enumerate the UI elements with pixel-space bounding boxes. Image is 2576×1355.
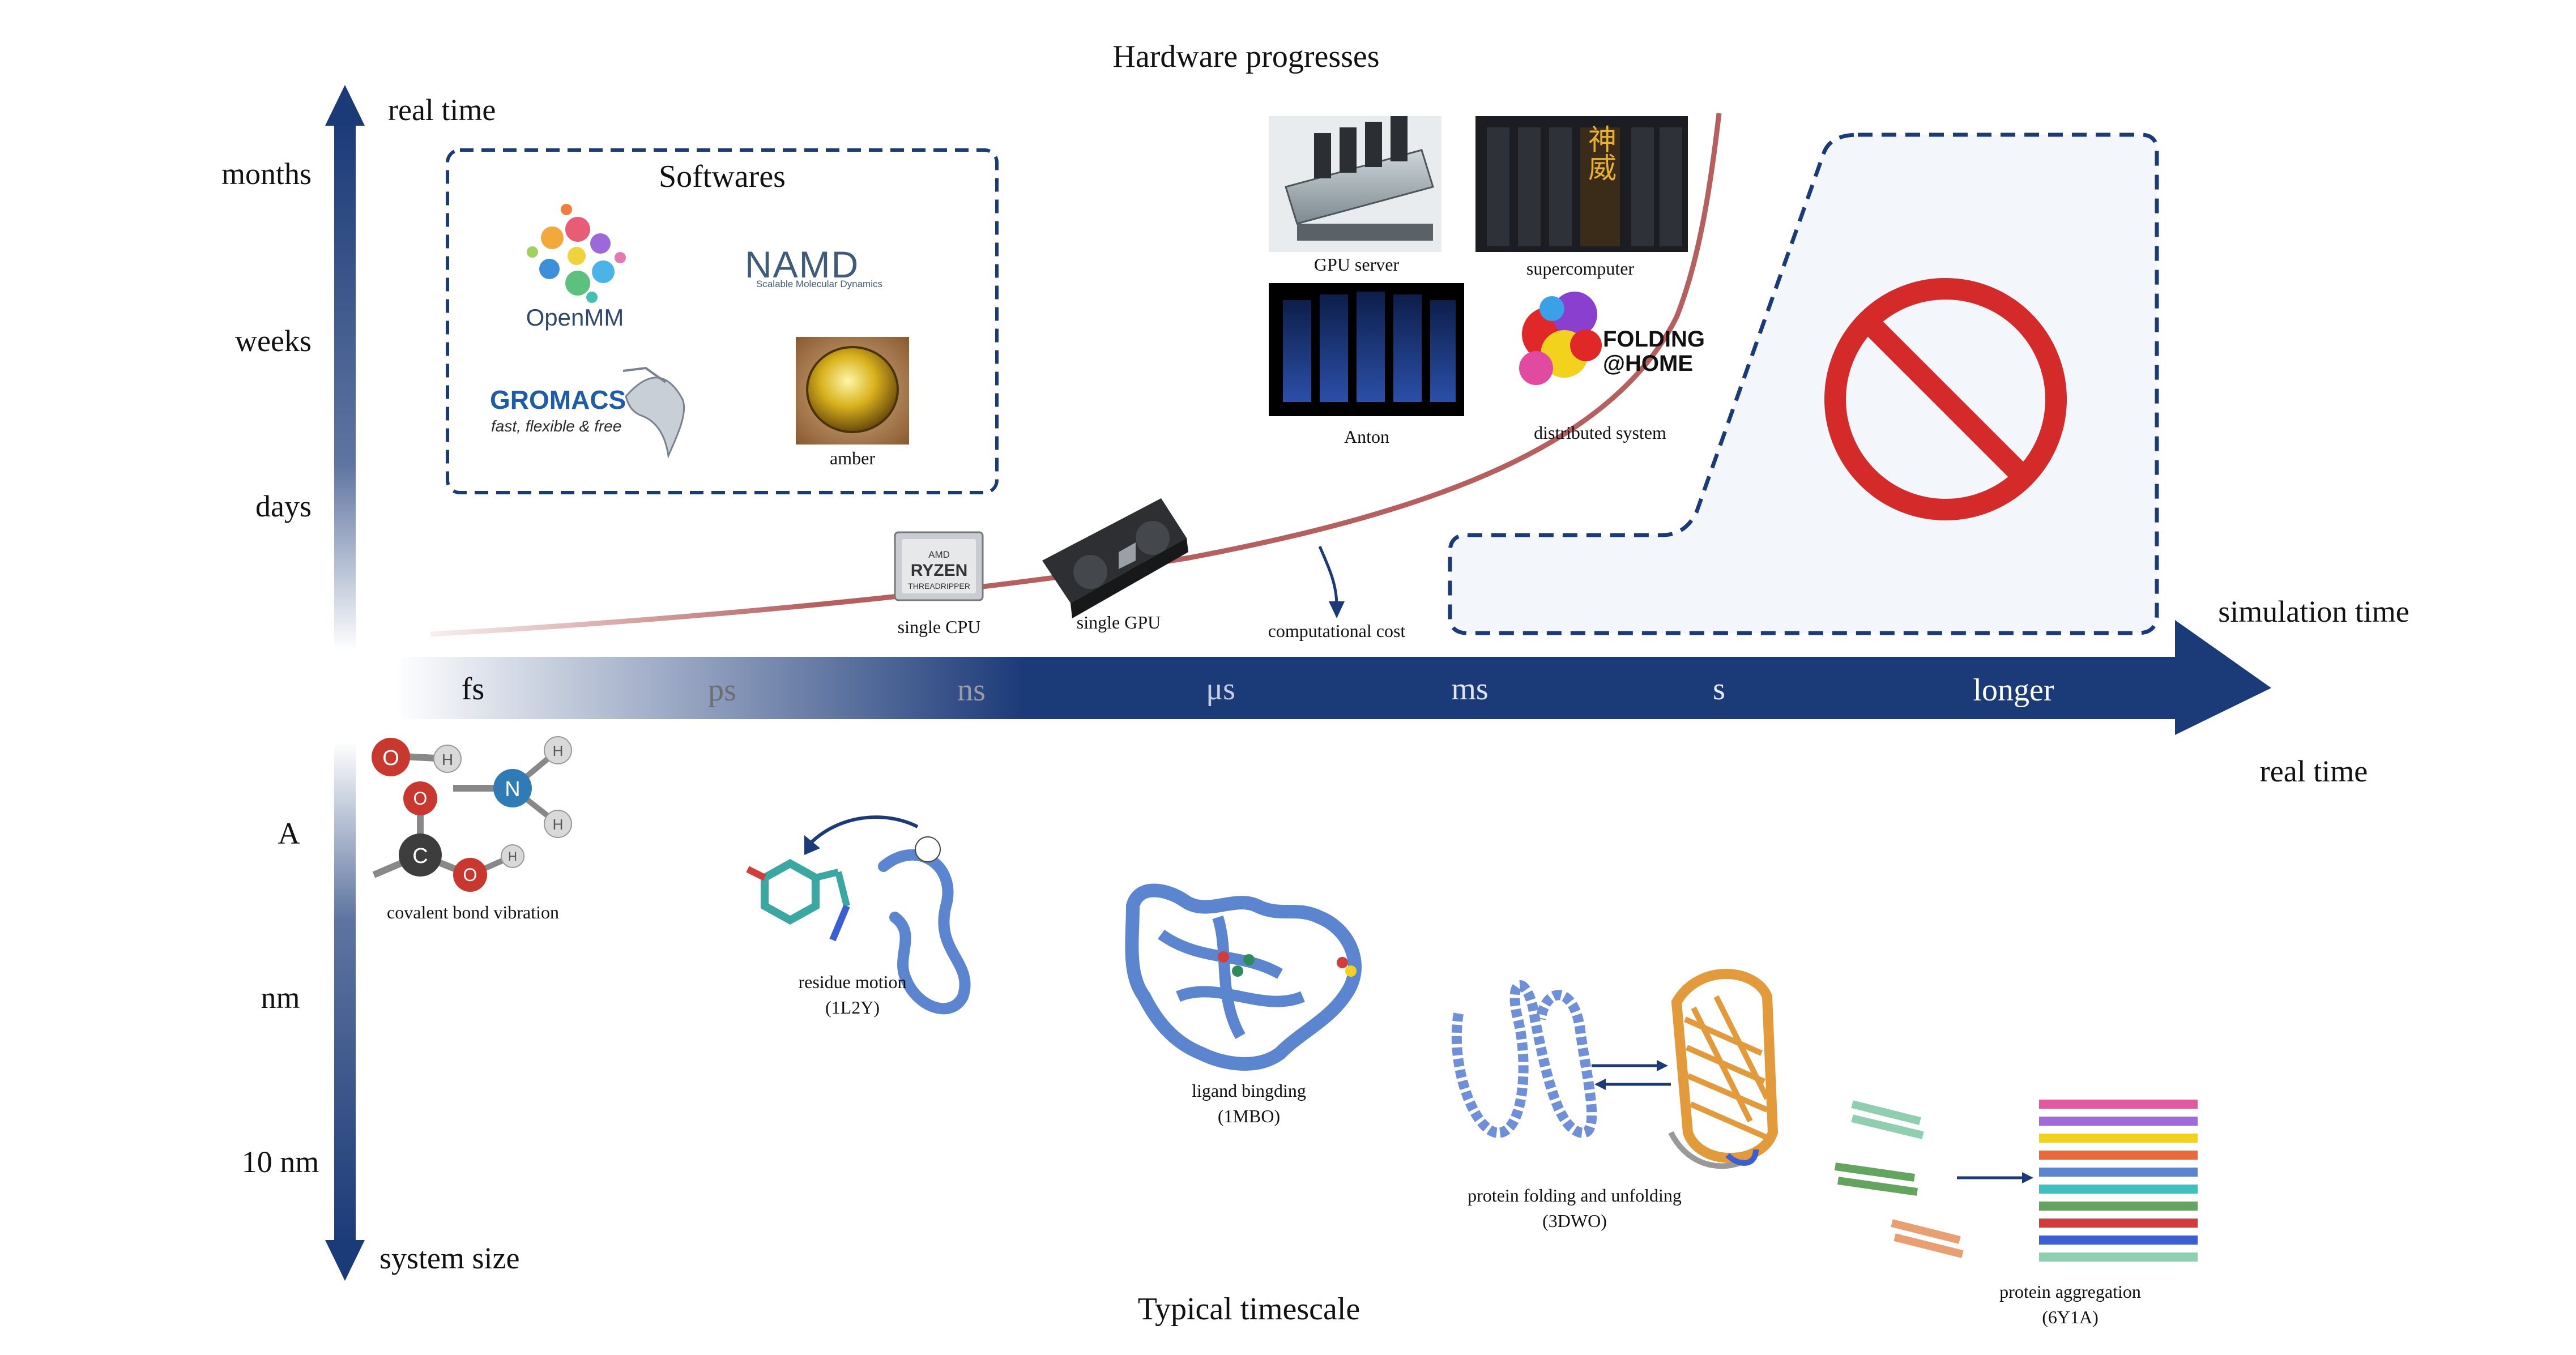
- computational-cost-curve: [430, 113, 1722, 637]
- folding-label: protein folding and unfolding: [1468, 1185, 1682, 1206]
- diagram-title: Hardware progresses: [1112, 39, 1379, 74]
- molecule-diagram-icon: [372, 736, 572, 892]
- atom-o-1: O: [382, 746, 399, 770]
- namd-subtitle: Scalable Molecular Dynamics: [756, 279, 882, 289]
- time-tick-ms: ms: [1451, 672, 1488, 707]
- vertical-axis-bottom-label: system size: [379, 1241, 519, 1275]
- residue-id: (1L2Y): [825, 997, 880, 1018]
- computational-cost-label: computational cost: [1268, 621, 1406, 641]
- atom-c: C: [412, 844, 428, 868]
- fold-arrowhead: [1657, 1060, 1668, 1071]
- time-tick-longer: longer: [1973, 673, 2054, 708]
- unfold-arrowhead: [1594, 1079, 1606, 1090]
- vertical-axis-down-arrowhead: [325, 1240, 365, 1281]
- ligand-label: ligand bingding: [1192, 1080, 1306, 1101]
- gromacs-subtitle: fast, flexible & free: [491, 417, 621, 435]
- distributed-system-label: distributed system: [1534, 422, 1666, 443]
- footer-title: Typical timescale: [1138, 1292, 1360, 1327]
- atom-h-1: H: [442, 751, 453, 768]
- vertical-axis: [325, 85, 365, 1281]
- folding-id: (3DWO): [1542, 1211, 1607, 1231]
- gromacs-logo-text: GROMACS: [490, 385, 626, 414]
- falcon-icon: [622, 366, 685, 459]
- single-cpu-label: single CPU: [898, 617, 981, 637]
- folding-text-line1: FOLDING: [1603, 327, 1705, 352]
- unfolded-chain-icon: [1451, 980, 1597, 1138]
- supercomputer-icon: [1475, 116, 1688, 252]
- folding-text-line2: @HOME: [1603, 351, 1693, 376]
- aggregation-id: (6Y1A): [2042, 1307, 2099, 1327]
- cpu-chip-icon: [894, 531, 984, 601]
- time-tick-ns: ns: [957, 673, 986, 708]
- time-tick-ps: ps: [708, 673, 736, 708]
- cpu-brand: AMD: [928, 549, 950, 560]
- vertical-axis-upper-shaft: [334, 119, 356, 651]
- gpu-server-icon: [1269, 116, 1441, 252]
- tick-nm: nm: [261, 981, 300, 1015]
- folding-at-home-logo-icon: [1519, 292, 1602, 385]
- covalent-label: covalent bond vibration: [387, 902, 559, 922]
- vertical-axis-top-label: real time: [388, 93, 496, 127]
- time-axis-shaft: [396, 657, 2192, 719]
- simulation-time-label: simulation time: [2218, 595, 2409, 629]
- tick-angstrom: A: [278, 817, 300, 850]
- folded-barrel-icon: [1668, 969, 1779, 1169]
- time-tick-us: μs: [1206, 672, 1235, 707]
- anton-machine-icon: [1269, 283, 1464, 416]
- residue-label: residue motion: [798, 972, 906, 992]
- time-axis: [396, 620, 2271, 735]
- gpu-card-icon: [1042, 498, 1188, 618]
- anton-label: Anton: [1344, 426, 1389, 447]
- aggregation-label: protein aggregation: [1999, 1281, 2141, 1302]
- cpu-subtitle: THREADRIPPER: [908, 582, 970, 591]
- real-time-label: real time: [2260, 754, 2368, 788]
- tick-weeks: weeks: [235, 324, 312, 358]
- ligand-binding-structure-icon: [1125, 883, 1362, 1071]
- atom-h-3: H: [553, 816, 564, 833]
- atom-n: N: [505, 777, 520, 801]
- monomer-strands-icon: [1835, 1100, 1964, 1258]
- atom-o-2: O: [413, 788, 428, 809]
- supercomputer-label: supercomputer: [1526, 258, 1635, 279]
- namd-logo-text: NAMD: [745, 243, 859, 285]
- ligand-id: (1MBO): [1218, 1106, 1280, 1126]
- gpu-server-label: GPU server: [1314, 254, 1400, 275]
- atom-h-4: H: [508, 849, 517, 864]
- tick-10nm: 10 nm: [242, 1145, 319, 1179]
- softwares-box: [446, 148, 999, 494]
- computational-cost-arrow: [1318, 546, 1338, 606]
- supercomputer-chars: 神威: [1584, 125, 1616, 181]
- single-gpu-label: single GPU: [1077, 612, 1161, 632]
- tick-months: months: [221, 157, 312, 191]
- atom-o-3: O: [463, 865, 477, 885]
- fibril-stack-icon: [2039, 1100, 2198, 1262]
- amber-label: amber: [830, 448, 875, 468]
- openmm-label: OpenMM: [526, 304, 624, 331]
- prohibited-icon: [1824, 278, 2067, 520]
- aggregation-arrowhead: [2022, 1172, 2033, 1183]
- residue-motion-structure-icon: [746, 815, 971, 1015]
- atom-h-2: H: [553, 742, 564, 759]
- vertical-axis-lower-shaft: [334, 742, 356, 1246]
- time-tick-s: s: [1713, 672, 1725, 707]
- tick-days: days: [255, 489, 312, 523]
- amber-logo-icon: [796, 337, 909, 444]
- openmm-logo-icon: [527, 204, 626, 303]
- softwares-title: Softwares: [659, 159, 786, 194]
- cpu-model: RYZEN: [911, 561, 968, 580]
- computational-cost-arrowhead: [1329, 601, 1345, 618]
- time-axis-arrowhead: [2175, 620, 2271, 735]
- time-tick-fs: fs: [462, 672, 484, 707]
- vertical-axis-up-arrowhead: [325, 85, 365, 126]
